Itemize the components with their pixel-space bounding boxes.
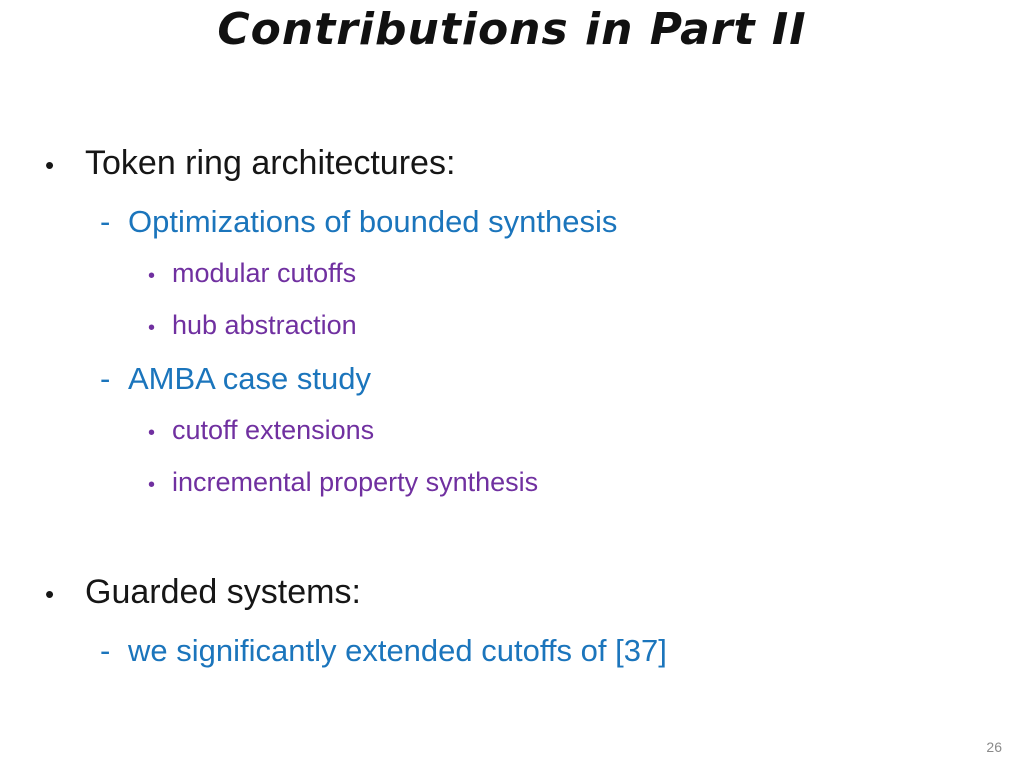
list-item-text: incremental property synthesis	[172, 466, 539, 497]
page-number: 26	[986, 739, 1002, 755]
list-item-text: modular cutoffs	[172, 257, 357, 288]
list-item: - Optimizations of bounded synthesis	[0, 204, 1024, 241]
list-item: • hub abstraction	[0, 310, 1024, 342]
slide-body: • Token ring architectures: - Optimizati…	[0, 143, 1024, 686]
list-item-text: Token ring architectures:	[85, 144, 456, 182]
list-item: • modular cutoffs	[0, 258, 1024, 290]
list-item: - we significantly extended cutoffs of […	[0, 633, 1024, 670]
list-item-text: Optimizations of bounded synthesis	[128, 204, 618, 240]
bullet-icon: •	[148, 421, 156, 444]
dash-icon: -	[100, 361, 111, 397]
bullet-icon: •	[45, 578, 55, 609]
list-item-text: hub abstraction	[172, 309, 357, 340]
list-item-text: we significantly extended cutoffs of [37…	[128, 632, 667, 668]
list-item: - AMBA case study	[0, 361, 1024, 398]
list-item-text: AMBA case study	[128, 361, 371, 397]
list-item-text: Guarded systems:	[85, 572, 361, 611]
list-item-text: cutoff extensions	[172, 414, 375, 445]
bullet-icon: •	[148, 316, 156, 339]
dash-icon: -	[100, 204, 111, 240]
list-item: • Guarded systems:	[0, 572, 1024, 612]
list-item: • Token ring architectures:	[0, 143, 1024, 183]
bullet-icon: •	[148, 264, 156, 287]
slide-title: Contributions in Part II	[217, 4, 807, 55]
bullet-icon: •	[45, 150, 55, 180]
list-item: • incremental property synthesis	[0, 467, 1024, 499]
list-item: • cutoff extensions	[0, 415, 1024, 447]
bullet-icon: •	[148, 473, 156, 496]
dash-icon: -	[100, 632, 111, 668]
